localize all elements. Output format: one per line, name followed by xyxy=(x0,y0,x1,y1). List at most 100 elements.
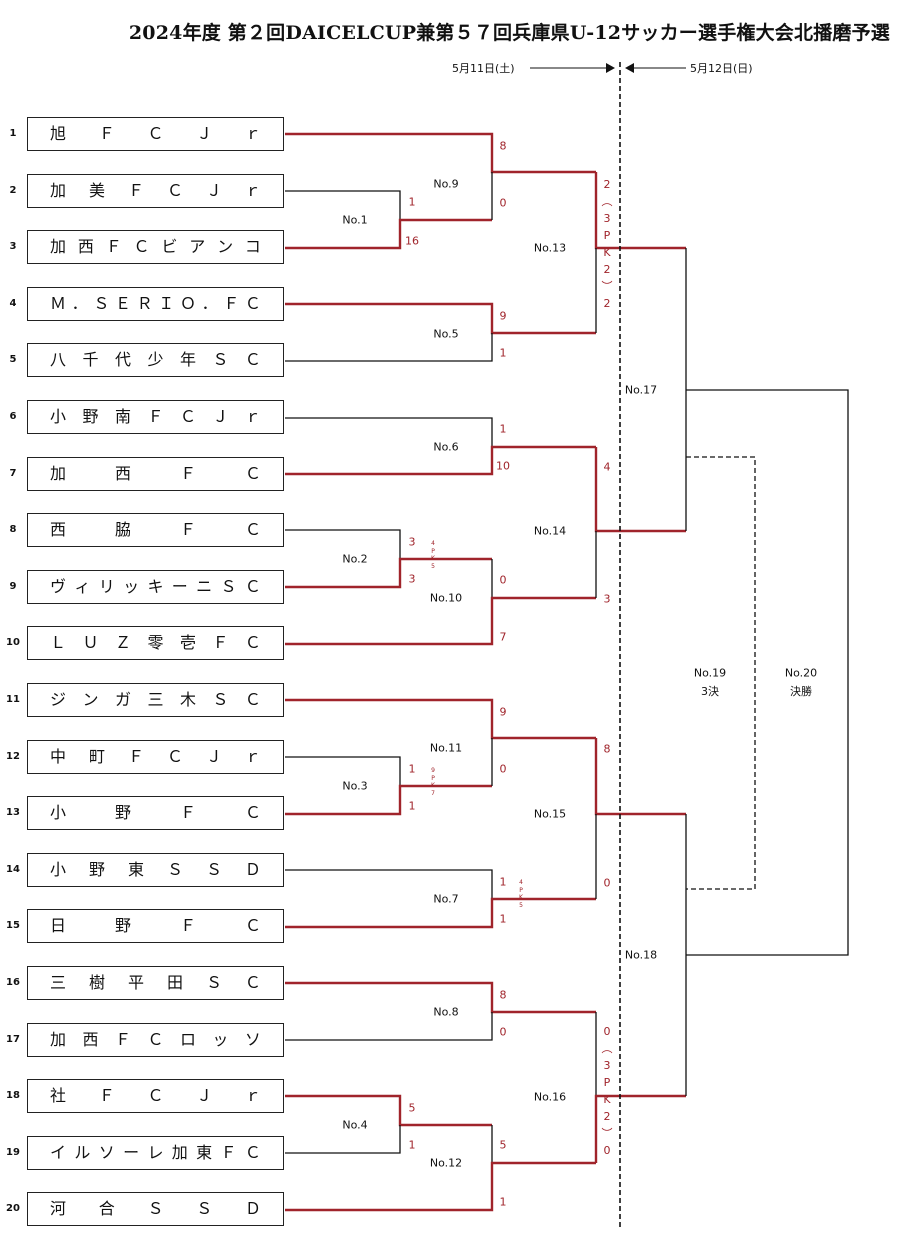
score-m3-top: 1 xyxy=(408,762,416,776)
bracket-line-5 xyxy=(285,784,492,816)
match-label-20-sub: 決勝 xyxy=(790,685,812,698)
team-seed-10: 10 xyxy=(6,637,20,648)
match-label-8: No.8 xyxy=(433,1005,459,1019)
score-m7-bottom: 1 xyxy=(499,912,507,926)
match-label-16: No.16 xyxy=(533,1090,567,1104)
score-m11-top: 9 xyxy=(499,705,507,719)
bracket-line-4 xyxy=(285,756,401,786)
score-m6-top: 1 xyxy=(499,422,507,436)
day1-arrowhead xyxy=(606,63,615,73)
bracket-line-14 xyxy=(285,981,596,1014)
team-seed-16: 16 xyxy=(6,977,20,988)
match-label-2: No.2 xyxy=(342,552,368,566)
bracket-line-7 xyxy=(285,1125,401,1154)
score-m10-bottom: 7 xyxy=(499,630,507,644)
match-label-6: No.6 xyxy=(433,440,459,454)
bracket-line-15 xyxy=(285,1012,493,1041)
match-label-7: No.7 xyxy=(433,892,459,906)
score-m10-top: 0 xyxy=(499,573,507,587)
score-m15-top: 8 xyxy=(603,742,611,756)
team-seed-18: 18 xyxy=(6,1090,20,1101)
bracket-line-10 xyxy=(285,417,493,447)
team-seed-6: 6 xyxy=(9,411,17,422)
team-seed-7: 7 xyxy=(9,468,17,479)
score-m14-top: 4 xyxy=(603,460,611,474)
score-m2-bottom: 3 xyxy=(408,572,416,586)
score-m8-top: 8 xyxy=(499,988,507,1002)
score-m13: 2 ︵ 3 P K 2 ︶ 2 xyxy=(601,178,613,310)
bracket-line-11 xyxy=(285,445,596,476)
match-label-9: No.9 xyxy=(433,177,459,191)
team-seed-12: 12 xyxy=(6,751,20,762)
bracket-line-2 xyxy=(285,529,401,559)
score-m8-bottom: 0 xyxy=(499,1025,507,1039)
score-m9-bottom: 0 xyxy=(499,196,507,210)
match-label-19: No.19 xyxy=(693,666,727,680)
match-label-19-sub: 3決 xyxy=(701,685,719,698)
score-m2-top: 3 xyxy=(408,535,416,549)
team-seed-5: 5 xyxy=(9,354,17,365)
match-label-14: No.14 xyxy=(533,524,567,538)
day2-date: 5月12日(日) xyxy=(690,62,753,75)
pk-m2: 4 P K 5 xyxy=(431,540,435,570)
team-seed-19: 19 xyxy=(6,1147,20,1158)
score-m4-top: 5 xyxy=(408,1101,416,1115)
bracket-line-23 xyxy=(285,1161,596,1212)
bracket-line-19 xyxy=(285,596,596,646)
match-label-18: No.18 xyxy=(624,948,658,962)
bracket-line-20 xyxy=(285,698,596,740)
bracket-line-3 xyxy=(285,557,492,589)
match-label-5: No.5 xyxy=(433,327,459,341)
match-label-17: No.17 xyxy=(624,383,658,397)
team-seed-17: 17 xyxy=(6,1034,20,1045)
pk-m3: 9 P K 7 xyxy=(431,767,435,797)
match-label-4: No.4 xyxy=(342,1118,368,1132)
score-m12-bottom: 1 xyxy=(499,1195,507,1209)
bracket-line-13 xyxy=(285,897,596,929)
score-m5-bottom: 1 xyxy=(499,346,507,360)
pk-m7: 4 P K 5 xyxy=(519,879,523,909)
score-m11-bottom: 0 xyxy=(499,762,507,776)
match-label-10: No.10 xyxy=(429,591,463,605)
match-label-11: No.11 xyxy=(429,741,463,755)
third-place-line xyxy=(686,456,756,890)
match-label-1: No.1 xyxy=(342,213,368,227)
score-m15-bottom: 0 xyxy=(603,876,611,890)
bracket-line-1 xyxy=(285,218,492,250)
score-m12-top: 5 xyxy=(499,1138,507,1152)
team-seed-2: 2 xyxy=(9,185,17,196)
score-m5-top: 9 xyxy=(499,309,507,323)
score-m3-bottom: 1 xyxy=(408,799,416,813)
bracket-line-16 xyxy=(285,132,596,174)
team-seed-4: 4 xyxy=(9,298,17,309)
